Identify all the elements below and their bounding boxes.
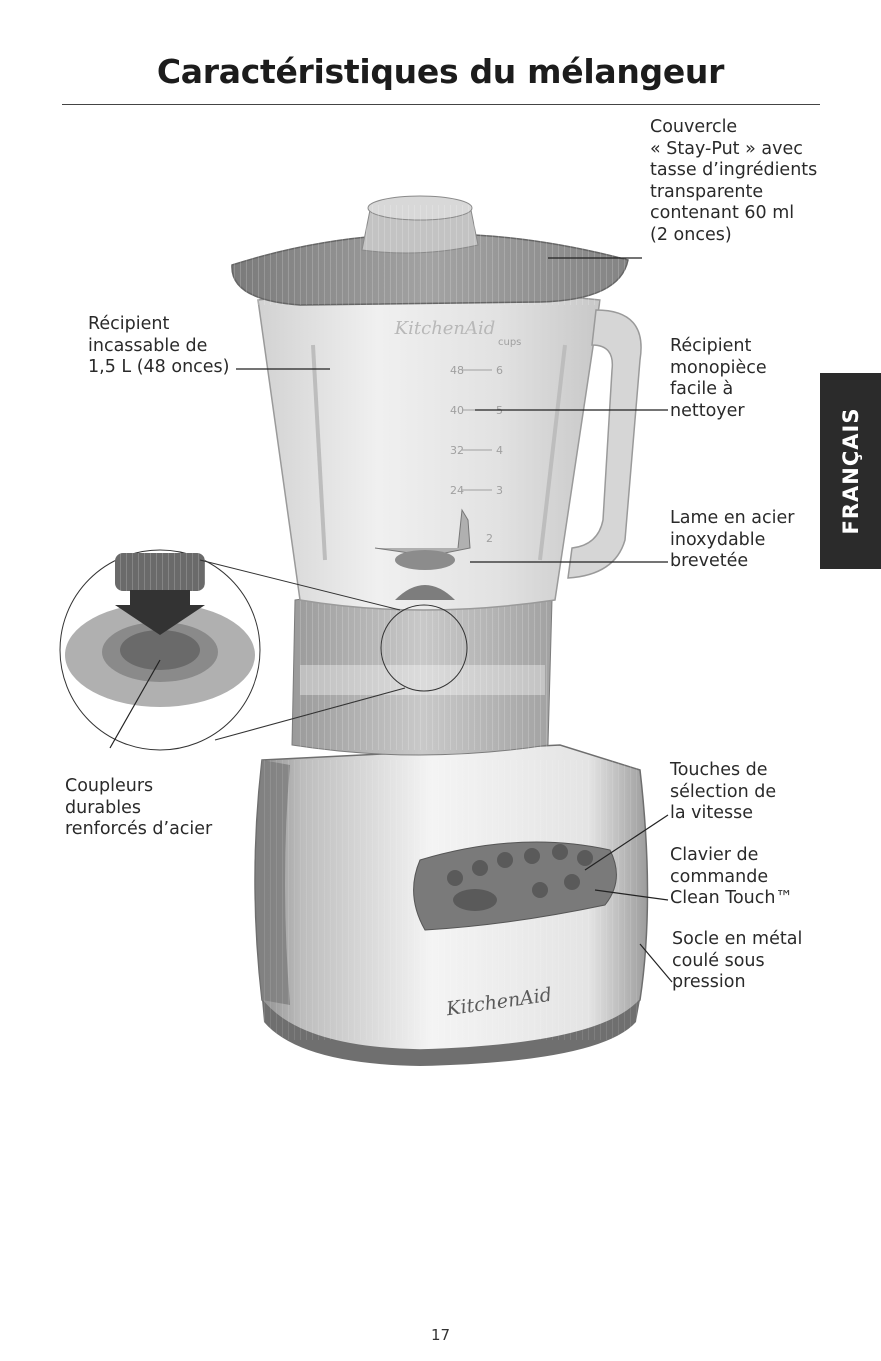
jar-scale-cups-4: 4	[496, 444, 503, 457]
page-title: Caractéristiques du mélangeur	[156, 52, 725, 91]
jar-scale-oz-48: 48	[450, 364, 464, 377]
jar-scale-cups-3: 3	[496, 484, 503, 497]
jar-scale-cups-label: cups	[498, 337, 521, 348]
label-touches: Touches de sélection de la vitesse	[670, 760, 777, 823]
blender-lid	[231, 195, 629, 306]
leader-touches	[584, 814, 669, 871]
language-side-tab: FRANÇAIS	[820, 373, 881, 569]
inset-connector-bottom	[214, 687, 406, 741]
label-coupleurs: Coupleurs durables renforcés d’acier	[65, 776, 213, 839]
jar-scale-oz-32: 32	[450, 444, 464, 457]
label-clavier: Clavier de commande Clean Touch™	[670, 845, 793, 908]
label-recipient-incassable: Récipient incassable de 1,5 L (48 onces)	[88, 314, 230, 377]
language-side-tab-label: FRANÇAIS	[838, 407, 863, 535]
coupler-detail-circle	[380, 604, 468, 692]
jar-scale-cups-6: 6	[496, 364, 503, 377]
control-panel	[413, 841, 617, 931]
title-rule	[62, 104, 820, 105]
jar-collar	[291, 589, 553, 756]
label-recipient-monopiece: Récipient monopièce facile à nettoyer	[670, 336, 767, 421]
leader-clavier	[594, 889, 669, 901]
jar-scale-oz-40: 40	[450, 404, 464, 417]
leader-socle	[639, 943, 673, 983]
label-socle: Socle en métal coulé sous pression	[672, 929, 803, 992]
label-couvercle: Couvercle « Stay-Put » avec tasse d’ingr…	[650, 117, 818, 245]
jar-scale-cups-2: 2	[486, 532, 493, 545]
page-number: 17	[430, 1326, 451, 1344]
inset-connector-top	[199, 559, 401, 611]
coupler-inset	[59, 549, 261, 751]
jar-scale-oz-24: 24	[450, 484, 464, 497]
jar-brand-logo: KitchenAid	[394, 318, 496, 339]
label-lame: Lame en acier inoxydable brevetée	[670, 508, 795, 571]
leader-coupleurs	[109, 659, 161, 749]
